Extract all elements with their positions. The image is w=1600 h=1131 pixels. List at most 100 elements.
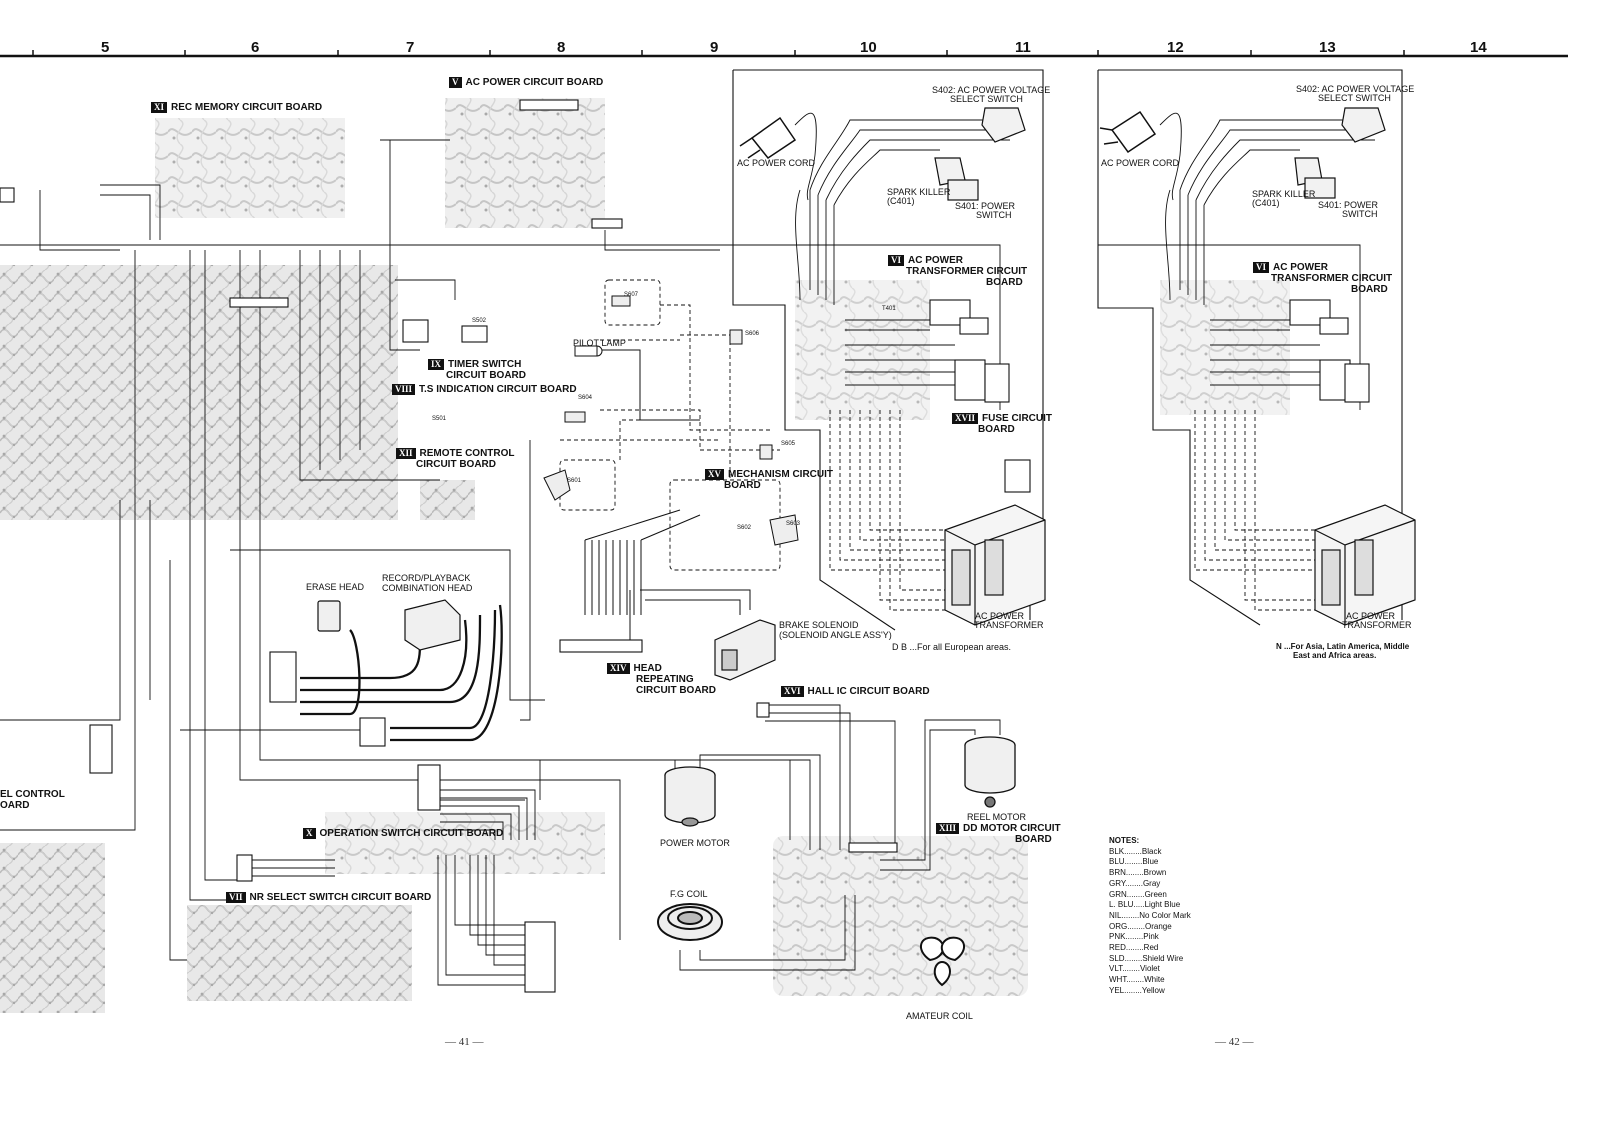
amateur-coil-label: AMATEUR COIL [906,1011,973,1021]
s401-right-label-1: S401: POWER [1318,200,1379,210]
rec-memory-pcb [155,118,345,218]
brake-solenoid-label-1: BRAKE SOLENOID [779,620,859,630]
board-name-line1: TIMER SWITCH [448,359,522,370]
s401-left-label-2: SWITCH [976,210,1012,220]
notes-title: NOTES: [1109,836,1140,845]
pilot-lamp-label: PILOT LAMP [573,338,626,348]
color-code: BRN [1109,868,1126,878]
roman-numeral: XII [396,448,416,459]
ac-power-pcb [445,98,605,228]
s604-label: S604 [578,395,593,401]
asia-area-note-2: East and Africa areas. [1293,651,1377,660]
ac-plug-left-glyph [739,116,797,160]
leader-dots: ........ [1124,985,1142,995]
main-board-pcb [0,265,398,520]
color-code: GRY [1109,878,1126,888]
s601-label: S601 [567,478,582,484]
transformer-left-label-1: AC POWER [975,611,1025,621]
ruler-ticks [32,50,1405,56]
leader-dots: ........ [1124,857,1143,867]
s401-left-label-1: S401: POWER [955,201,1016,211]
power-motor-glyph [664,766,716,827]
leader-dots: ........ [1121,910,1140,920]
board-name-line1: HEAD [633,663,662,674]
board-name: T.S INDICATION CIRCUIT BOARD [419,384,577,395]
color-code: NIL [1109,910,1122,920]
color-code: L. BLU [1109,900,1134,910]
ruler-col-11: 11 [1015,39,1031,56]
notes-item: L. BLU.....Light Blue [1109,900,1191,911]
color-code: ORG [1109,921,1128,931]
asia-area-note: N ...For Asia, Latin America, Middle [1276,642,1410,651]
page-number-right: — 42 — [1215,1036,1254,1048]
color-meaning: White [1144,975,1165,985]
transformer-left-glyph [944,504,1046,626]
roman-numeral: XI [151,102,168,113]
color-meaning: Green [1144,889,1167,899]
notes-item: GRN........Green [1109,890,1191,901]
fuse-board-title-2: BOARD [978,424,1015,435]
spark-killer-right-label-1: SPARK KILLER [1252,189,1316,199]
ruler-col-9: 9 [710,39,719,56]
ac-transformer-right-title-3: BOARD [1351,284,1388,295]
color-meaning: No Color Mark [1139,910,1191,920]
leader-dots: ........ [1124,846,1142,856]
ruler-col-7: 7 [406,39,415,56]
s402-right-label-2: SELECT SWITCH [1318,93,1391,103]
s605-label: S605 [781,441,796,447]
roman-numeral: X [303,828,316,839]
page-number-left: — 41 — [445,1036,484,1048]
notes-item: WHT........White [1109,975,1191,986]
leader-dots: ........ [1125,868,1144,878]
leader-dots: ........ [1125,943,1144,953]
ac-cord-left-label: AC POWER CORD [737,158,816,168]
roman-numeral: VIII [392,384,416,395]
ruler-col-12: 12 [1167,39,1184,56]
fg-coil-glyph [657,903,723,941]
panel-control-fragment-2: OARD [0,800,30,811]
dd-motor-board-title-2: BOARD [1015,834,1052,845]
ruler-col-10: 10 [860,39,877,56]
color-code: VLT [1109,964,1123,974]
s401-right-label-2: SWITCH [1342,209,1378,219]
ac-plug-right-glyph [1099,110,1157,154]
color-meaning: Gray [1142,878,1161,888]
roman-numeral: VI [888,255,905,266]
roman-numeral: XVII [952,413,979,424]
spark-killer-left-label-2: (C401) [887,196,915,206]
s602-label: S602 [737,525,752,531]
notes-item: NIL........No Color Mark [1109,911,1191,922]
s607-label: S607 [624,292,639,298]
leader-dots: ........ [1125,932,1144,942]
color-meaning: Shield Wire [1142,953,1184,963]
color-meaning: Light Blue [1144,900,1181,910]
board-name-line1: DD MOTOR CIRCUIT [963,823,1061,834]
spark-killer-left-label-1: SPARK KILLER [887,187,951,197]
roman-numeral: IX [428,359,445,370]
rp-head-label-1: RECORD/PLAYBACK [382,573,471,583]
board-name: HALL IC CIRCUIT BOARD [807,686,930,697]
reel-motor-label: REEL MOTOR [967,812,1027,822]
board-name: OPERATION SWITCH CIRCUIT BOARD [319,828,504,839]
color-code: GRN [1109,889,1127,899]
leader-dots: ........ [1125,878,1143,888]
transformer-board-right [1160,280,1290,415]
board-name-line1: REMOTE CONTROL [419,448,515,459]
remote-control-board-title-2: CIRCUIT BOARD [416,459,496,470]
notes-item: RED........Red [1109,943,1191,954]
mechanism-board-title-2: BOARD [724,480,761,491]
spark-killer-right-label-2: (C401) [1252,198,1280,208]
ruler-col-13: 13 [1319,39,1336,56]
head-repeating-board-title-2: REPEATING [636,674,694,685]
reel-motor-glyph [964,736,1016,808]
